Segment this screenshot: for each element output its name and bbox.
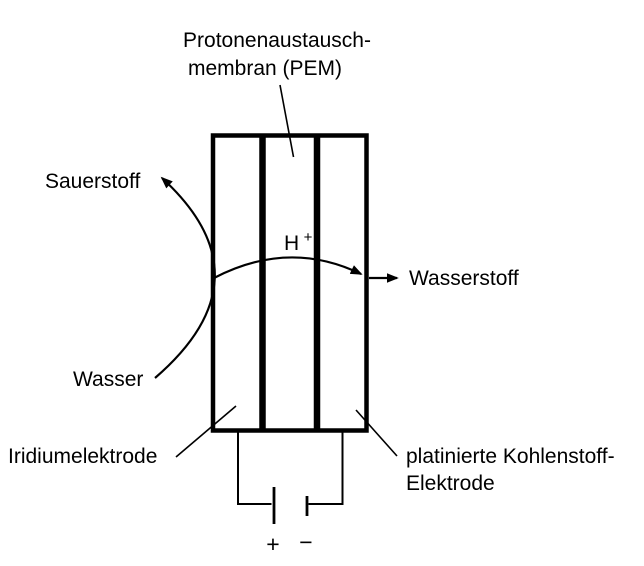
proton-transfer-arrow bbox=[213, 256, 363, 279]
carbon-electrode-leader-line bbox=[355, 409, 398, 457]
carbon-electrode-label-line1: platinierte Kohlenstoff- bbox=[406, 445, 615, 468]
circuit-wire-right bbox=[308, 430, 344, 505]
proton-superscript: + bbox=[304, 229, 313, 246]
title-line-1: Protonenaustausch- bbox=[183, 29, 371, 52]
battery-plus-label: + bbox=[266, 531, 279, 557]
pem-leader-line bbox=[279, 84, 295, 158]
hydrogen-label: Wasserstoff bbox=[409, 267, 519, 290]
title-line-2: membran (PEM) bbox=[188, 57, 342, 80]
oxygen-label: Sauerstoff bbox=[45, 170, 141, 193]
water-to-oxygen-arrow bbox=[154, 176, 216, 379]
iridium-electrode-leader-line bbox=[175, 405, 237, 458]
cell-outline bbox=[210, 133, 369, 433]
water-label: Wasser bbox=[73, 368, 143, 391]
battery-minus-label: − bbox=[299, 529, 312, 555]
proton-label: H + bbox=[284, 229, 313, 255]
circuit-wire-left bbox=[237, 430, 272, 505]
iridium-electrode-label: Iridiumelektrode bbox=[8, 445, 157, 468]
carbon-electrode-label-line2: Elektrode bbox=[406, 472, 495, 495]
